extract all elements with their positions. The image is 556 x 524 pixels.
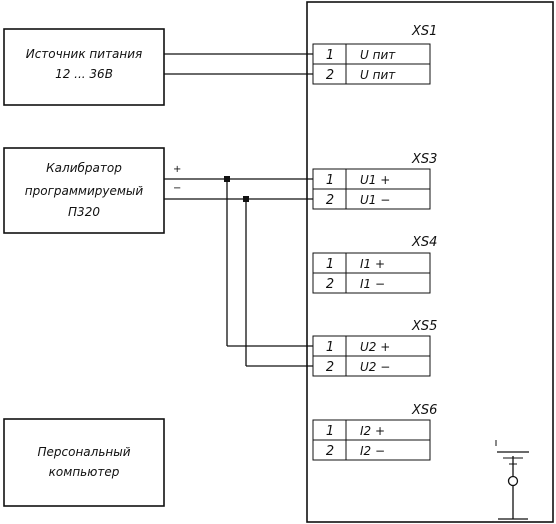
computer-title: Персональный — [37, 445, 130, 459]
pin-signal: I2 − — [360, 444, 385, 458]
pin-number: 1 — [326, 424, 334, 439]
pin-signal: U1 − — [360, 193, 390, 207]
pin-number: 1 — [326, 340, 334, 355]
wires-calibrator — [164, 176, 313, 367]
pin-number: 2 — [326, 193, 334, 208]
pin-signal: U2 + — [360, 340, 390, 354]
pin-signal: I1 + — [360, 257, 385, 271]
pin-signal: I2 + — [360, 424, 385, 438]
connector-label: XS4 — [411, 235, 437, 250]
calibrator-plus-terminal: + — [173, 164, 181, 175]
pin-number: 1 — [326, 48, 334, 63]
computer-block: Персональный компьютер — [3, 418, 165, 507]
wires-power — [164, 53, 313, 75]
pin-signal: I1 − — [360, 277, 385, 291]
pin-signal: U1 + — [360, 173, 390, 187]
connector-xs3: XS3 1 U1 + 2 U1 − — [312, 152, 437, 210]
calibrator-title: Калибратор — [46, 161, 122, 175]
power-source-title: Источник питания — [26, 47, 143, 61]
calibrator-model: П320 — [68, 205, 100, 219]
pin-signal: U пит — [360, 68, 396, 82]
pin-number: 1 — [326, 173, 334, 188]
connector-xs4: XS4 1 I1 + 2 I1 − — [312, 235, 437, 294]
ground-symbol-icon — [495, 440, 529, 520]
connector-xs6: XS6 1 I2 + 2 I2 − — [312, 403, 437, 461]
pin-number: 2 — [326, 360, 334, 375]
connector-label: XS6 — [411, 403, 437, 418]
calibrator-block: Калибратор программируемый П320 + − — [3, 147, 181, 234]
pin-number: 2 — [326, 68, 334, 83]
pin-number: 2 — [326, 444, 334, 459]
power-source-voltage: 12 ... 36В — [55, 67, 113, 81]
connector-xs1: XS1 1 U пит 2 U пит — [312, 24, 437, 85]
pin-number: 1 — [326, 257, 334, 272]
connector-label: XS1 — [411, 24, 437, 39]
connector-xs5: XS5 1 U2 + 2 U2 − — [312, 319, 437, 377]
power-source-block: Источник питания 12 ... 36В — [3, 28, 165, 106]
calibrator-subtitle: программируемый — [25, 184, 144, 198]
calibrator-minus-terminal: − — [173, 183, 181, 194]
junction-dot — [224, 176, 230, 182]
pin-number: 2 — [326, 277, 334, 292]
computer-subtitle: компьютер — [49, 465, 120, 479]
pin-signal: U пит — [360, 48, 396, 62]
pin-signal: U2 − — [360, 360, 390, 374]
connector-label: XS5 — [411, 319, 437, 334]
junction-dot — [243, 196, 249, 202]
connector-label: XS3 — [411, 152, 437, 167]
